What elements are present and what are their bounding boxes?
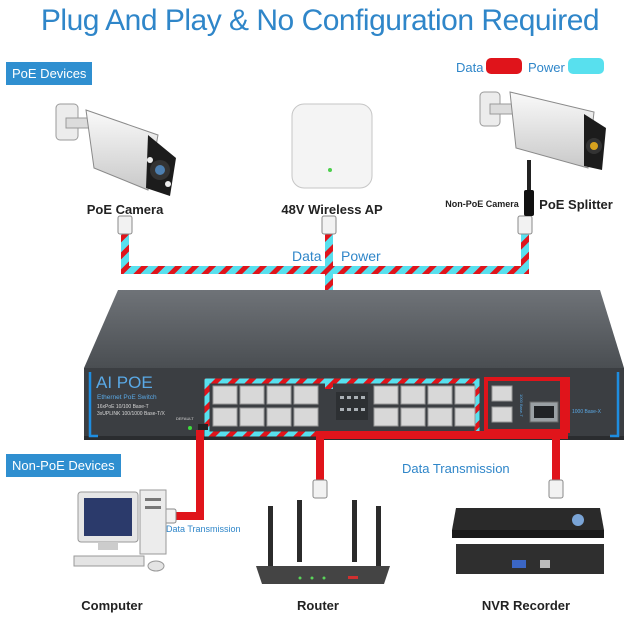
- poe-switch: [84, 290, 624, 440]
- computer-label: Computer: [81, 598, 143, 613]
- cable-label-data: Data: [292, 248, 322, 264]
- legend-power-label: Power: [528, 60, 565, 75]
- switch-spec-2: 3xUPLINK 100/1000 Base-T/X: [97, 411, 165, 417]
- cable-label-data-transmission-bottom: Data Transmission: [402, 461, 510, 476]
- default-button-label: DEFAULT: [176, 416, 194, 421]
- non-poe-camera-image: [479, 91, 606, 170]
- poe-splitter-image: [524, 160, 534, 216]
- nvr-label: NVR Recorder: [481, 598, 571, 613]
- router-label: Router: [297, 598, 339, 613]
- poe-splitter-label: PoE Splitter: [539, 197, 613, 212]
- page-title: Plug And Play & No Configuration Require…: [40, 4, 600, 37]
- router-image: [256, 500, 390, 584]
- poe-devices-label: PoE Devices: [6, 62, 93, 85]
- non-poe-camera-label: Non-PoE Camera: [445, 199, 519, 209]
- wireless-ap-image: [291, 103, 373, 189]
- cable-label-data-transmission-left: Data Transmission: [166, 524, 241, 534]
- switch-subtitle: Ethernet PoE Switch: [97, 394, 157, 401]
- data-cables: [174, 380, 568, 520]
- legend-data-label: Data: [456, 60, 484, 75]
- legend-data-swatch: [486, 58, 522, 74]
- cable-label-power: Power: [341, 248, 381, 264]
- computer-image: [73, 489, 167, 572]
- switch-brand: AI POE: [96, 373, 153, 392]
- nvr-image: [452, 508, 604, 574]
- legend-power-swatch: [568, 58, 604, 74]
- wireless-ap-label: 48V Wireless AP: [281, 202, 383, 217]
- switch-spec-1: 16xPoE 10/100 Base-T: [97, 404, 149, 410]
- poe-camera-label: PoE Camera: [86, 202, 164, 217]
- uplink-port-label: 1000 Base-T: [519, 394, 524, 417]
- poe-camera-image: [55, 103, 176, 196]
- sfp-port-label: 1000 Base-X: [572, 409, 602, 415]
- non-poe-devices-label: Non-PoE Devices: [6, 454, 121, 477]
